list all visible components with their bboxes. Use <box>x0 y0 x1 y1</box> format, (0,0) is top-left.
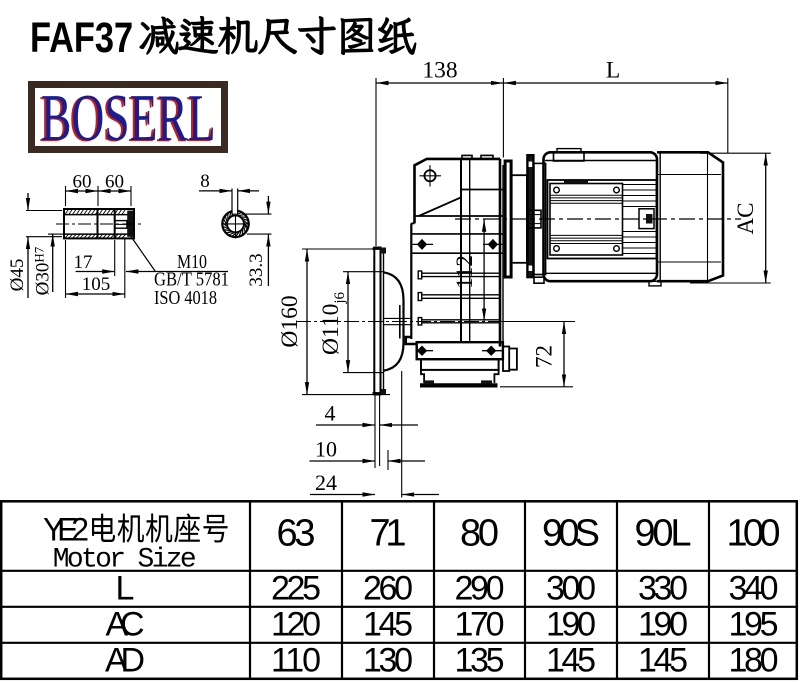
svg-text:Ø45: Ø45 <box>7 259 28 292</box>
svg-text:110: 110 <box>271 642 321 680</box>
svg-text:Ø160: Ø160 <box>277 295 303 347</box>
svg-text:190: 190 <box>638 606 688 644</box>
svg-text:L: L <box>116 570 135 608</box>
svg-text:BOSERL: BOSERL <box>41 82 216 156</box>
svg-text:17: 17 <box>74 252 93 273</box>
svg-text:Ø30H7: Ø30H7 <box>32 246 54 295</box>
svg-text:72: 72 <box>532 345 557 368</box>
svg-text:BOSERL: BOSERL <box>39 83 214 157</box>
svg-text:180: 180 <box>729 642 779 680</box>
svg-text:33.3: 33.3 <box>246 253 267 286</box>
svg-text:340: 340 <box>729 570 779 608</box>
svg-text:195: 195 <box>729 606 779 644</box>
svg-text:330: 330 <box>638 570 688 608</box>
svg-text:300: 300 <box>546 570 596 608</box>
svg-text:Ø110j6: Ø110j6 <box>318 291 348 355</box>
svg-text:10: 10 <box>315 437 337 462</box>
svg-text:100: 100 <box>727 513 781 555</box>
svg-text:90L: 90L <box>635 513 692 555</box>
svg-text:60: 60 <box>73 172 92 193</box>
svg-text:M10: M10 <box>177 252 207 273</box>
svg-text:138: 138 <box>422 58 457 84</box>
svg-text:24: 24 <box>315 470 337 495</box>
svg-text:AD: AD <box>105 642 145 680</box>
svg-text:GB/T 5781: GB/T 5781 <box>154 270 229 291</box>
svg-text:AC: AC <box>106 606 145 644</box>
svg-text:135: 135 <box>455 642 505 680</box>
svg-text:ISO 4018: ISO 4018 <box>154 288 217 309</box>
svg-text:71: 71 <box>370 513 407 555</box>
svg-text:145: 145 <box>638 642 688 680</box>
svg-text:225: 225 <box>271 570 321 608</box>
svg-text:170: 170 <box>455 606 505 644</box>
svg-text:FAF37: FAF37 <box>30 14 133 61</box>
svg-text:4: 4 <box>325 401 336 426</box>
svg-text:112: 112 <box>452 255 477 289</box>
svg-text:Motor Size: Motor Size <box>53 545 197 576</box>
svg-text:60: 60 <box>105 172 124 193</box>
svg-text:80: 80 <box>460 513 499 555</box>
svg-text:290: 290 <box>455 570 505 608</box>
svg-text:130: 130 <box>363 642 413 680</box>
svg-text:260: 260 <box>363 570 413 608</box>
svg-text:8: 8 <box>200 171 210 192</box>
svg-text:120: 120 <box>271 606 321 644</box>
svg-text:190: 190 <box>546 606 596 644</box>
svg-text:YE2: YE2 <box>43 512 89 548</box>
svg-text:145: 145 <box>546 642 596 680</box>
svg-text:63: 63 <box>277 513 316 555</box>
svg-text:105: 105 <box>82 274 111 295</box>
svg-text:L: L <box>606 58 620 84</box>
svg-text:145: 145 <box>363 606 413 644</box>
svg-text:AC: AC <box>733 203 758 235</box>
svg-text:90S: 90S <box>542 513 600 555</box>
